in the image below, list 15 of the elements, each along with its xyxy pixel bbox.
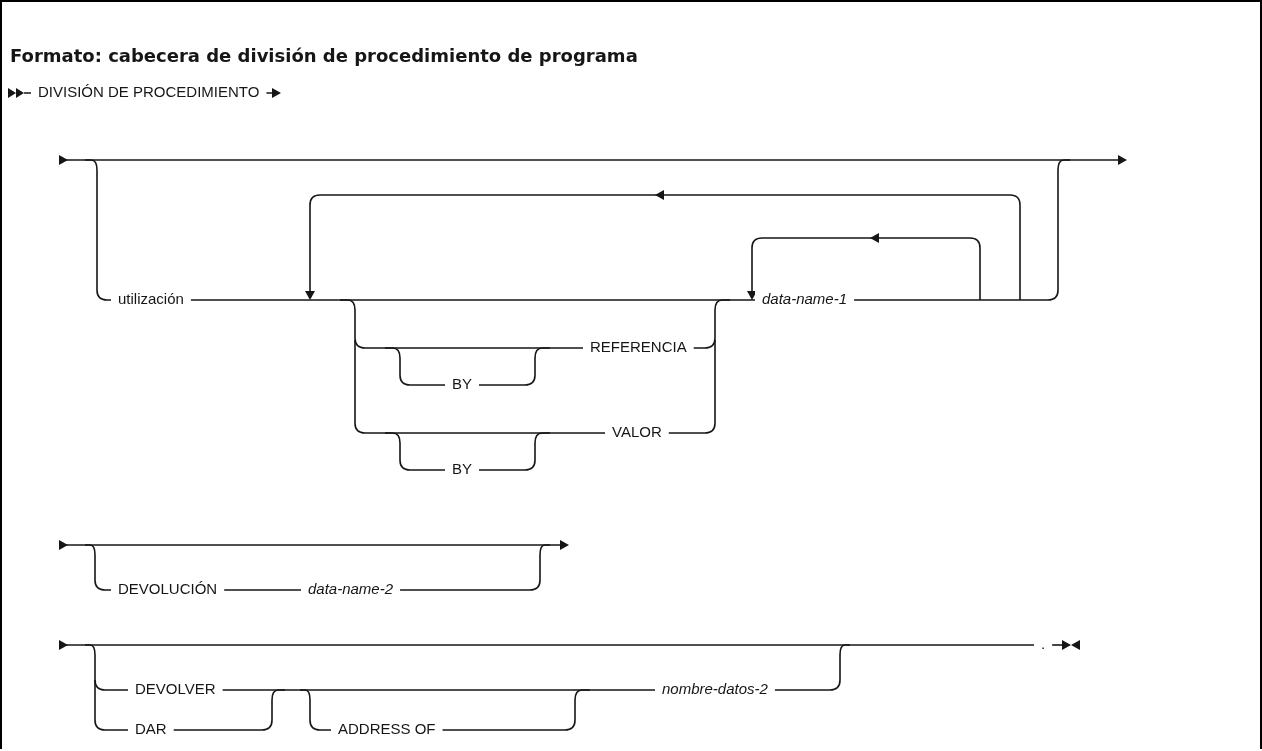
syntax-keyword: utilización [118,290,184,308]
syntax-variable: data-name-2 [308,580,394,598]
syntax-keyword: REFERENCIA [590,338,687,356]
syntax-variable: nombre-datos-2 [662,680,768,698]
syntax-keyword: BY [452,460,472,478]
syntax-keyword: DIVISIÓN DE PROCEDIMIENTO [38,83,260,101]
terminator-period: . [1041,635,1046,653]
syntax-keyword: VALOR [612,423,662,441]
syntax-keyword: BY [452,375,472,393]
syntax-variable: data-name-1 [762,290,848,308]
syntax-keyword: DEVOLVER [135,680,216,698]
syntax-keyword: ADDRESS OF [338,720,436,738]
syntax-keyword: DEVOLUCIÓN [118,580,218,598]
syntax-keyword: DAR [135,720,167,738]
diagram-title: Formato: cabecera de división de procedimiento de programa [10,45,638,66]
